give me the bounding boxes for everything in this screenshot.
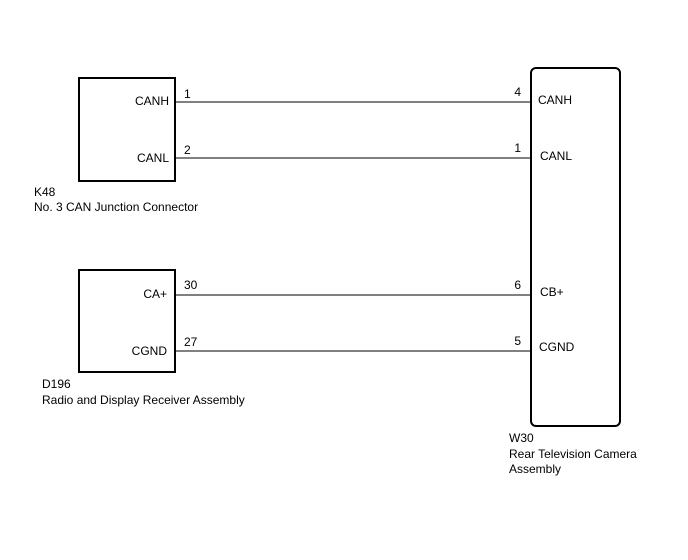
w30-pin-canh-label: CANH	[538, 93, 572, 107]
w30-pin-cb-plus-number: 6	[514, 278, 521, 292]
d196-pin-ca-plus-number: 30	[184, 278, 198, 292]
k48-connector-box	[78, 77, 176, 182]
d196-pin-ca-plus-label: CA+	[143, 287, 167, 301]
k48-name: No. 3 CAN Junction Connector	[34, 200, 198, 214]
k48-pin-canh-label: CANH	[135, 94, 169, 108]
d196-code: D196	[42, 377, 71, 391]
w30-pin-cgnd-label: CGND	[539, 340, 575, 354]
d196-connector-box	[78, 269, 176, 373]
k48-pin-canl-number: 2	[184, 143, 191, 157]
d196-pin-cgnd-number: 27	[184, 335, 198, 349]
w30-assembly-box	[530, 67, 621, 427]
d196-name: Radio and Display Receiver Assembly	[42, 393, 245, 407]
w30-name-line2: Assembly	[509, 462, 561, 476]
w30-code: W30	[509, 431, 534, 445]
w30-name-line1: Rear Television Camera	[509, 447, 637, 461]
w30-pin-cb-plus-label: CB+	[540, 285, 564, 299]
w30-pin-canh-number: 4	[514, 85, 521, 99]
k48-pin-canh-number: 1	[184, 87, 191, 101]
w30-pin-canl-number: 1	[514, 141, 521, 155]
k48-code: K48	[34, 185, 56, 199]
d196-pin-cgnd-label: CGND	[132, 344, 168, 358]
k48-pin-canl-label: CANL	[137, 151, 169, 165]
w30-pin-canl-label: CANL	[540, 149, 572, 163]
w30-pin-cgnd-number: 5	[514, 334, 521, 348]
